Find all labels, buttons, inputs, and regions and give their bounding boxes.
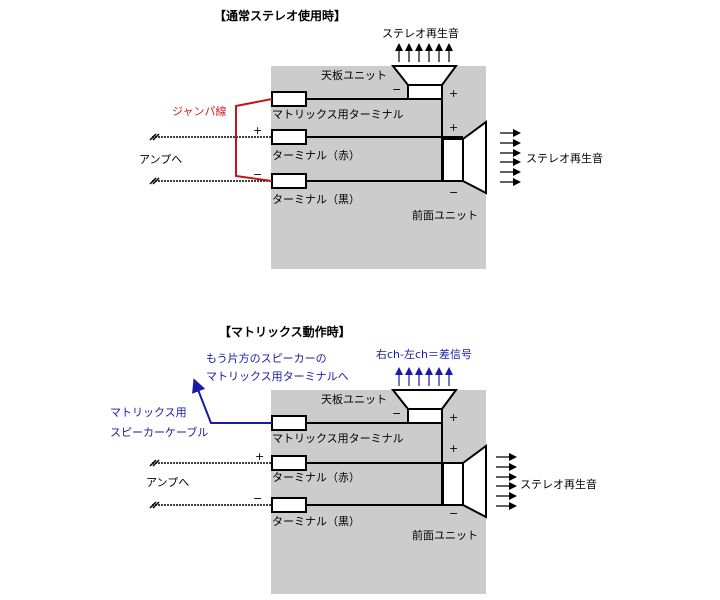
amp-cables (149, 133, 272, 185)
amp-label: アンプへ (139, 153, 182, 166)
amp-plus: + (253, 124, 262, 137)
red-terminal[interactable] (271, 455, 307, 471)
amp-minus: − (253, 492, 262, 505)
cable-label-line2: スピーカーケーブル (110, 425, 208, 439)
front-output-label: ステレオ再生音 (526, 151, 603, 165)
amp-minus: − (253, 168, 262, 181)
red-terminal-label: ターミナル（赤） (272, 149, 360, 162)
front-output-arrows (500, 129, 521, 186)
top-unit-label: 天板ユニット (321, 68, 387, 82)
black-terminal[interactable] (271, 497, 307, 513)
black-terminal[interactable] (271, 173, 307, 189)
jumper-wire (235, 98, 273, 182)
top-output-label: ステレオ再生音 (382, 26, 459, 40)
destination-line2: マトリックス用ターミナルへ (206, 370, 349, 383)
top-output-arrows (395, 43, 453, 62)
cable-label-line1: マトリックス用 (110, 406, 187, 419)
black-terminal-label: ターミナル（黒） (272, 515, 360, 528)
front-speaker-unit-icon (442, 120, 487, 195)
diagram-title: 【通常ステレオ使用時】 (214, 8, 346, 23)
top-unit-minus: − (392, 407, 401, 420)
matrix-speaker-cable (192, 378, 272, 424)
black-terminal-label: ターミナル（黒） (272, 193, 360, 206)
front-unit-minus: − (449, 507, 458, 520)
front-unit-label: 前面ユニット (412, 528, 478, 542)
front-unit-plus: + (449, 121, 458, 134)
top-output-arrows (395, 367, 453, 386)
top-speaker-unit-icon (390, 65, 458, 100)
destination-line1: もう片方のスピーカーの (206, 351, 327, 365)
stereo-mode-diagram: 【通常ステレオ使用時】 ステレオ再生音 天板ユニット − + マ (139, 8, 603, 269)
amp-plus: + (255, 450, 264, 463)
matrix-terminal-label: マトリックス用ターミナル (272, 432, 404, 445)
front-output-arrows (496, 453, 517, 510)
top-unit-label: 天板ユニット (321, 392, 387, 406)
matrix-terminal[interactable] (271, 91, 307, 107)
front-unit-plus: + (449, 442, 458, 455)
amp-cables (149, 459, 272, 509)
jumper-label: ジャンパ線 (172, 104, 226, 118)
top-unit-minus: − (392, 83, 401, 96)
matrix-terminal[interactable] (271, 415, 307, 431)
matrix-mode-diagram: 【マトリックス動作時】 右ch-左ch＝差信号 天板ユニット − + マトリック… (110, 324, 597, 594)
front-unit-minus: − (449, 186, 458, 199)
diagram-title: 【マトリックス動作時】 (219, 324, 351, 339)
red-terminal[interactable] (271, 129, 307, 145)
red-terminal-label: ターミナル（赤） (272, 471, 360, 484)
top-unit-plus: + (449, 411, 458, 424)
matrix-terminal-label: マトリックス用ターミナル (272, 108, 404, 121)
top-output-label: 右ch-左ch＝差信号 (376, 347, 472, 361)
front-speaker-unit-icon (442, 444, 487, 519)
amp-label: アンプへ (146, 476, 189, 489)
front-unit-label: 前面ユニット (412, 208, 478, 222)
front-output-label: ステレオ再生音 (520, 477, 597, 491)
top-unit-plus: + (449, 87, 458, 100)
